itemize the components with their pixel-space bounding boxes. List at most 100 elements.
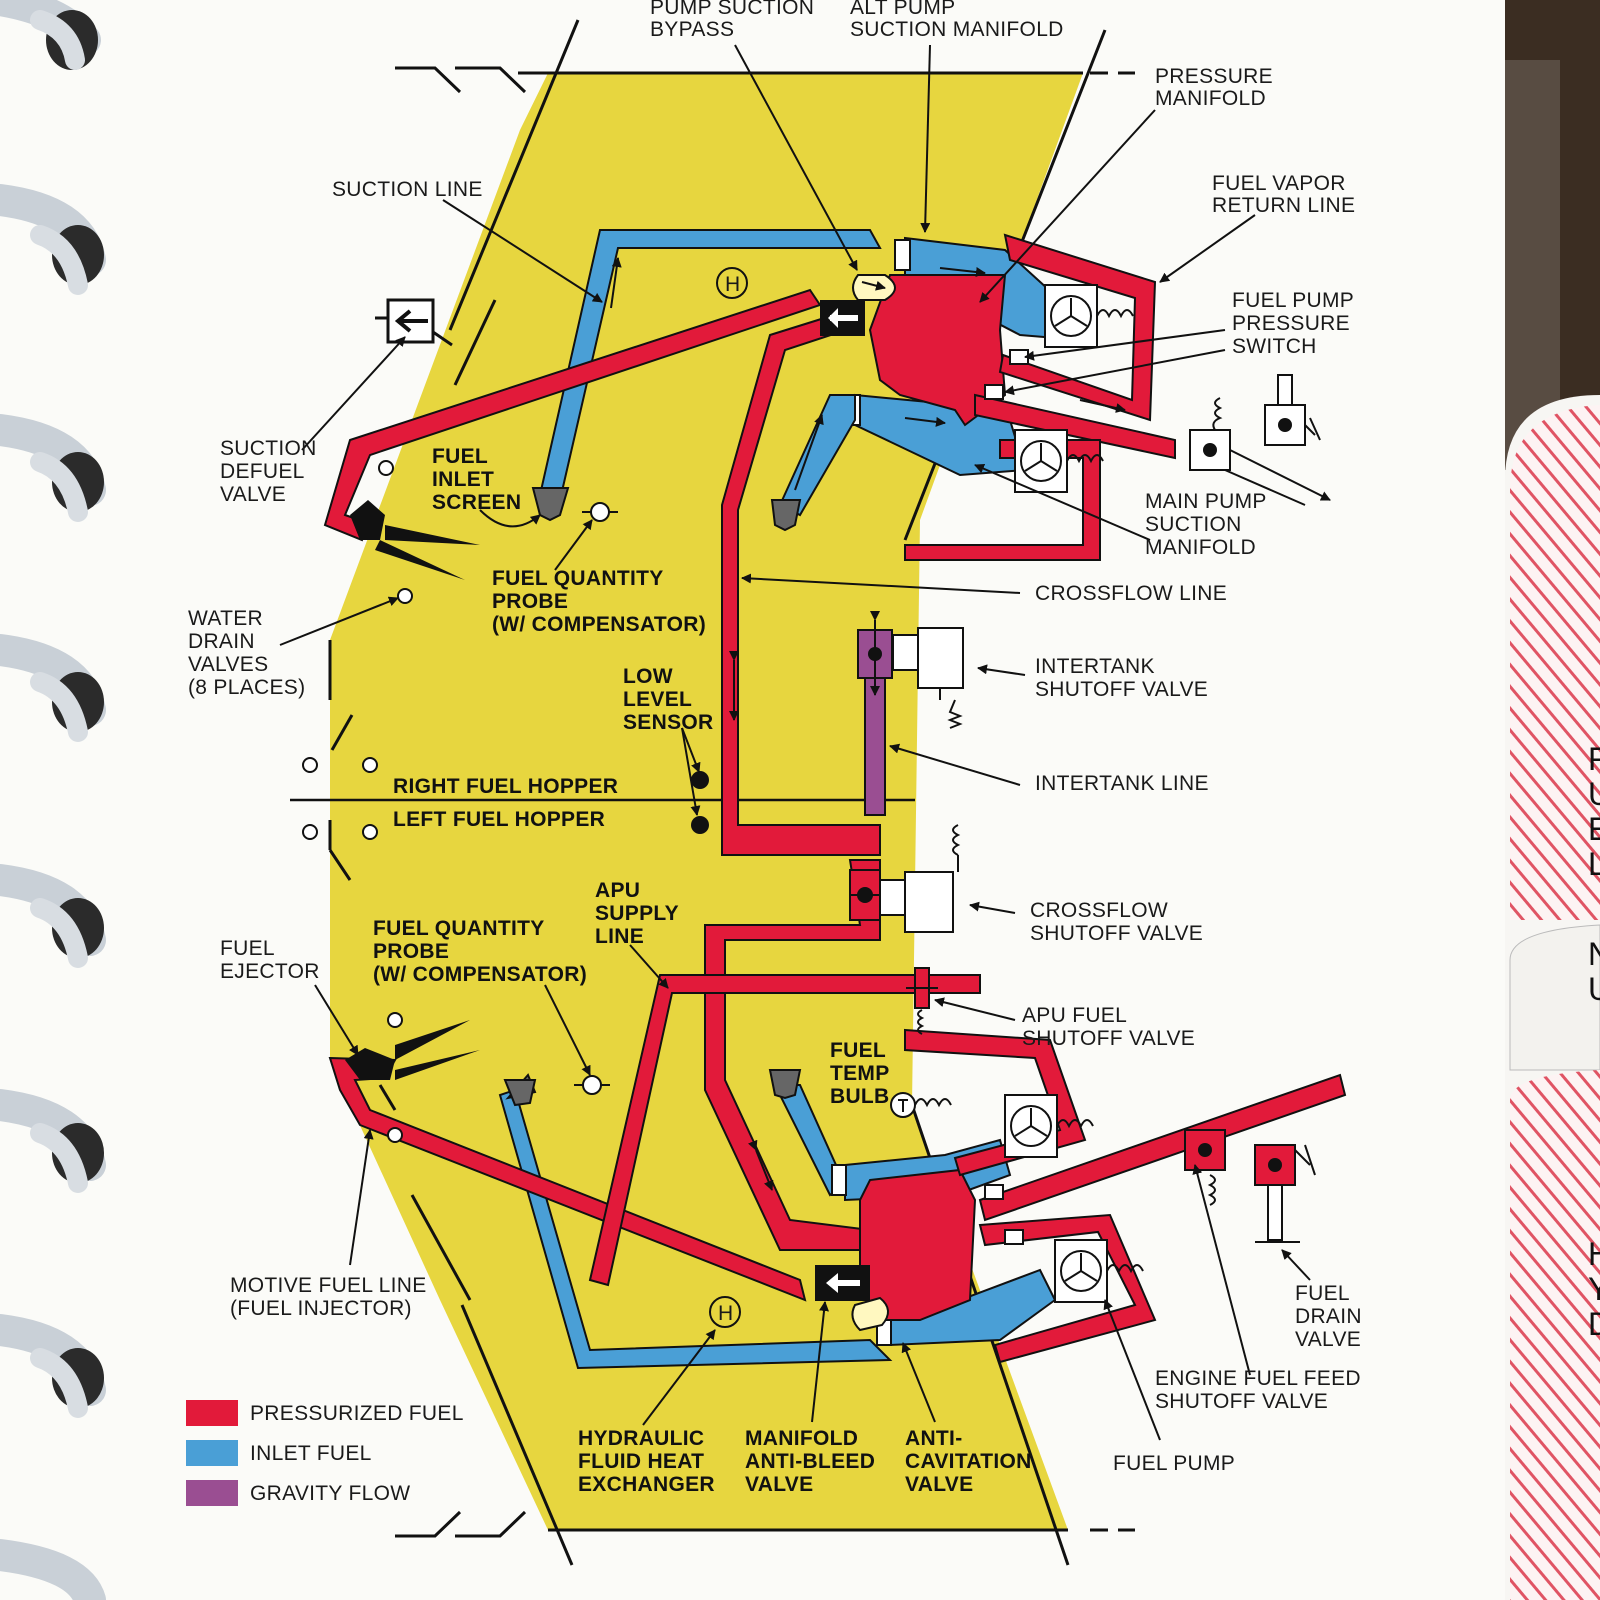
upper-fuel-ejector-icon: [350, 500, 480, 580]
legend-swatch: [186, 1400, 238, 1426]
upper-anti-bleed-valve-icon: [820, 300, 865, 336]
lower-main-fuel-pump: [1054, 1239, 1144, 1303]
label-fuel-pump: FUEL PUMP: [1113, 1452, 1235, 1475]
svg-text:GRAVITY FLOW: GRAVITY FLOW: [250, 1482, 410, 1505]
svg-text:SUCTION: SUCTION: [1145, 513, 1242, 536]
water-drain-icon: [362, 757, 378, 773]
svg-text:EXCHANGER: EXCHANGER: [578, 1473, 715, 1496]
svg-text:FUEL VAPOR: FUEL VAPOR: [1212, 172, 1346, 195]
svg-text:PROBE: PROBE: [373, 940, 449, 963]
svg-text:FLUID HEAT: FLUID HEAT: [578, 1450, 704, 1473]
lower-suction-bypass-icon: [851, 1296, 889, 1332]
svg-text:HYDRAULIC: HYDRAULIC: [578, 1427, 704, 1450]
svg-text:VALVES: VALVES: [188, 653, 268, 676]
svg-text:F: F: [1588, 741, 1600, 777]
legend-item-gravity: GRAVITY FLOW: [186, 1480, 410, 1506]
svg-text:FUEL QUANTITY: FUEL QUANTITY: [492, 567, 664, 590]
svg-text:N: N: [1588, 936, 1600, 972]
pump-symbols: [1004, 284, 1144, 1303]
svg-text:INTERTANK LINE: INTERTANK LINE: [1035, 772, 1209, 795]
spiral-binder: [0, 0, 106, 1600]
svg-text:VALVE: VALVE: [1295, 1328, 1361, 1351]
svg-text:PUMP SUCTION: PUMP SUCTION: [650, 0, 814, 19]
lower-anti-bleed-valve-icon: [815, 1265, 870, 1301]
svg-text:SUCTION LINE: SUCTION LINE: [332, 178, 483, 201]
low-level-sensor-left-icon: [691, 816, 709, 834]
svg-text:PRESSURE: PRESSURE: [1232, 312, 1350, 335]
pressurized-fuel-lines: [323, 233, 1347, 1364]
svg-text:LEFT FUEL HOPPER: LEFT FUEL HOPPER: [393, 808, 605, 831]
water-drain-icon: [378, 460, 394, 476]
svg-text:ENGINE FUEL FEED: ENGINE FUEL FEED: [1155, 1367, 1361, 1390]
svg-text:H: H: [718, 1302, 733, 1325]
svg-text:EJECTOR: EJECTOR: [220, 960, 320, 983]
svg-text:CAVITATION: CAVITATION: [905, 1450, 1032, 1473]
svg-text:APU: APU: [595, 879, 640, 902]
svg-text:SHUTOFF VALVE: SHUTOFF VALVE: [1035, 678, 1208, 701]
svg-text:MOTIVE FUEL LINE: MOTIVE FUEL LINE: [230, 1274, 427, 1297]
tab-hyd: [1510, 1070, 1600, 1600]
water-drain-icon: [397, 588, 413, 604]
low-level-sensors: [691, 771, 709, 834]
svg-text:MAIN PUMP: MAIN PUMP: [1145, 490, 1267, 513]
svg-text:FUEL QUANTITY: FUEL QUANTITY: [373, 917, 545, 940]
page-right-edge: [1505, 0, 1600, 1600]
apu-fuel-shutoff-valve-icon: [906, 967, 938, 1035]
svg-text:MANIFOLD: MANIFOLD: [1145, 536, 1256, 559]
svg-text:INLET FUEL: INLET FUEL: [250, 1442, 372, 1465]
water-drain-icon: [302, 757, 318, 773]
svg-text:INLET: INLET: [432, 468, 494, 491]
svg-text:SHUTOFF VALVE: SHUTOFF VALVE: [1022, 1027, 1195, 1050]
label-right-fuel-hopper: RIGHT FUEL HOPPER: [393, 775, 618, 798]
valve-symbols: [345, 274, 1331, 1332]
water-drain-icon: [362, 824, 378, 840]
suction-defuel-valve-icon: [375, 298, 453, 347]
upper-engine-feed-shutoff-valve-icon: [1189, 374, 1331, 506]
svg-text:Y: Y: [1588, 1271, 1600, 1307]
svg-text:VALVE: VALVE: [220, 483, 286, 506]
svg-text:E: E: [1588, 811, 1600, 847]
pressure-switch-icons: [984, 349, 1029, 1245]
lower-fuel-quantity-probe-icon: [582, 1075, 602, 1095]
svg-text:(FUEL INJECTOR): (FUEL INJECTOR): [230, 1297, 412, 1320]
low-level-sensor-right-icon: [691, 771, 709, 789]
upper-main-fuel-pump: [1014, 429, 1104, 493]
svg-text:FUEL: FUEL: [1295, 1282, 1350, 1305]
svg-text:H: H: [1588, 1236, 1600, 1272]
label-left-fuel-hopper: LEFT FUEL HOPPER: [393, 808, 605, 831]
svg-text:PRESSURIZED FUEL: PRESSURIZED FUEL: [250, 1402, 464, 1425]
svg-text:FUEL: FUEL: [830, 1039, 886, 1062]
probes-and-drains: [302, 460, 618, 1143]
svg-text:LINE: LINE: [595, 925, 644, 948]
svg-text:TEMP: TEMP: [830, 1062, 890, 1085]
intertank-shutoff-valve-icon: [892, 627, 964, 729]
svg-text:U: U: [1588, 776, 1600, 812]
svg-text:DEFUEL: DEFUEL: [220, 460, 305, 483]
svg-text:SENSOR: SENSOR: [623, 711, 714, 734]
svg-text:(8 PLACES): (8 PLACES): [188, 676, 305, 699]
svg-text:L: L: [1588, 846, 1600, 882]
svg-text:SCREEN: SCREEN: [432, 491, 521, 514]
lower-heat-exchanger-icon: [709, 1296, 741, 1328]
upper-heat-exchanger-icon: [716, 267, 748, 299]
svg-text:SUCTION: SUCTION: [220, 437, 317, 460]
label-crossflow-line: CROSSFLOW LINE: [1035, 582, 1227, 605]
dark-background-strip: [1505, 0, 1600, 470]
svg-text:CROSSFLOW: CROSSFLOW: [1030, 899, 1168, 922]
intertank-line-gravity: [857, 611, 893, 816]
upper-alt-fuel-pump: [1044, 284, 1134, 348]
